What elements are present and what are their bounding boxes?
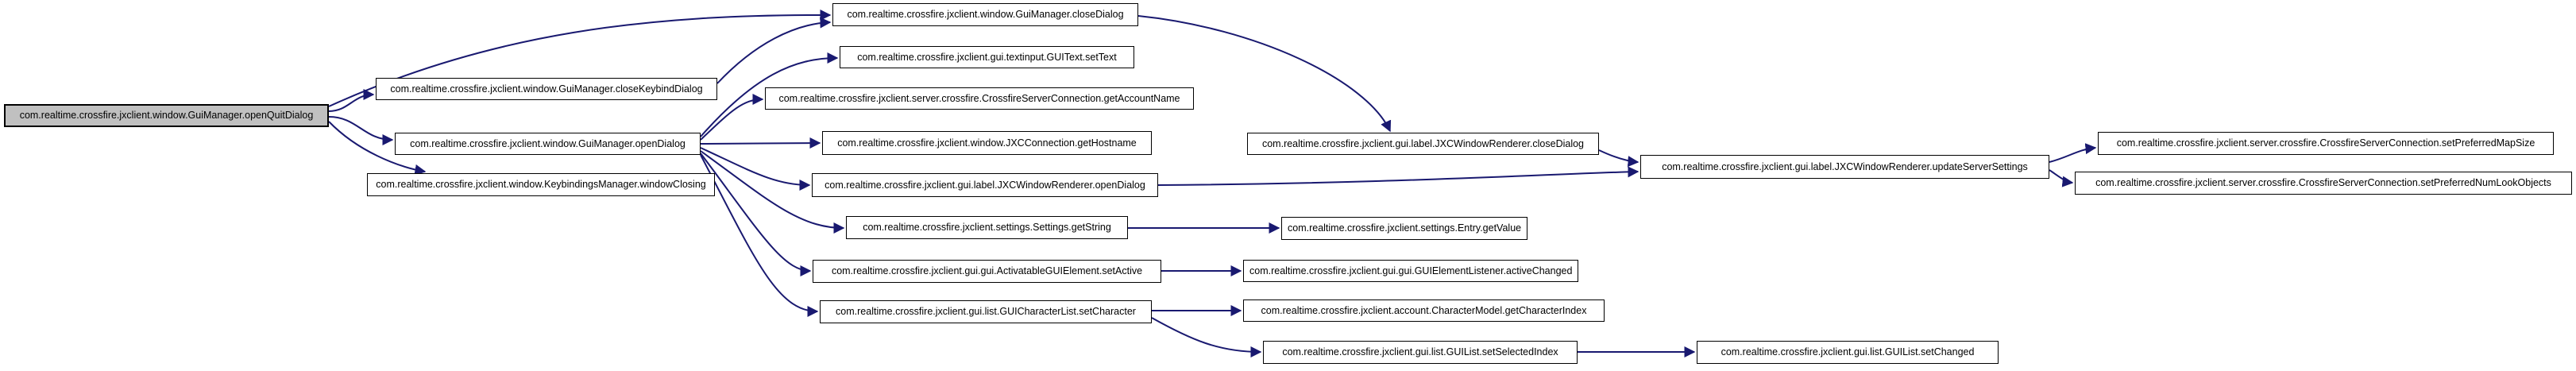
graph-node-label: com.realtime.crossfire.jxclient.gui.list…	[836, 306, 1136, 318]
graph-node-gmOpenDialog[interactable]: com.realtime.crossfire.jxclient.window.G…	[395, 133, 701, 155]
graph-node-label: com.realtime.crossfire.jxclient.window.J…	[837, 137, 1137, 149]
graph-node-setChanged[interactable]: com.realtime.crossfire.jxclient.gui.list…	[1697, 341, 1999, 364]
graph-node-label: com.realtime.crossfire.jxclient.gui.list…	[1721, 346, 1975, 358]
call-edge-gmOpenDialog-to-getString	[700, 150, 845, 234]
graph-node-getValue[interactable]: com.realtime.crossfire.jxclient.settings…	[1281, 217, 1528, 240]
graph-node-updateServerSettings[interactable]: com.realtime.crossfire.jxclient.gui.labe…	[1640, 155, 2049, 179]
graph-node-rendererOpenDialog[interactable]: com.realtime.crossfire.jxclient.gui.labe…	[812, 173, 1158, 197]
graph-node-label: com.realtime.crossfire.jxclient.server.c…	[2095, 177, 2551, 189]
graph-node-gmCloseDialog[interactable]: com.realtime.crossfire.jxclient.window.G…	[832, 3, 1138, 26]
graph-node-windowClosing[interactable]: com.realtime.crossfire.jxclient.window.K…	[367, 173, 715, 196]
call-edge-gmOpenDialog-to-setCharacter	[700, 154, 819, 317]
graph-node-setPreferredMapSize[interactable]: com.realtime.crossfire.jxclient.server.c…	[2098, 132, 2554, 155]
graph-node-setCharacter[interactable]: com.realtime.crossfire.jxclient.gui.list…	[820, 300, 1152, 323]
call-edge-gmOpenDialog-to-setText	[700, 52, 839, 137]
graph-node-getHostname[interactable]: com.realtime.crossfire.jxclient.window.J…	[822, 131, 1152, 155]
graph-node-setText[interactable]: com.realtime.crossfire.jxclient.gui.text…	[840, 46, 1134, 68]
graph-node-label: com.realtime.crossfire.jxclient.gui.labe…	[1662, 160, 2028, 172]
graph-node-label: com.realtime.crossfire.jxclient.settings…	[1288, 222, 1522, 234]
graph-node-label: com.realtime.crossfire.jxclient.window.G…	[410, 137, 686, 149]
call-edge-updateServerSettings-to-setPreferredMapSize	[2049, 143, 2097, 163]
call-edge-setCharacter-to-setSelectedIndex	[1151, 317, 1262, 357]
graph-node-label: com.realtime.crossfire.jxclient.server.c…	[778, 92, 1180, 104]
graph-node-rendererCloseDialog[interactable]: com.realtime.crossfire.jxclient.gui.labe…	[1247, 133, 1599, 155]
call-edge-openQuitDialog-to-windowClosing	[328, 121, 427, 176]
graph-node-setPreferredNumLookObjects[interactable]: com.realtime.crossfire.jxclient.server.c…	[2075, 172, 2572, 195]
call-edge-gmOpenDialog-to-rendererOpenDialog	[700, 147, 811, 191]
call-edge-openQuitDialog-to-closeKeybindDialog	[328, 89, 375, 112]
graph-node-label: com.realtime.crossfire.jxclient.gui.gui.…	[831, 265, 1143, 277]
call-edge-gmOpenDialog-to-getAccountName	[700, 94, 764, 141]
graph-node-setSelectedIndex[interactable]: com.realtime.crossfire.jxclient.gui.list…	[1263, 341, 1578, 364]
graph-node-label: com.realtime.crossfire.jxclient.window.K…	[376, 179, 706, 191]
graph-node-label: com.realtime.crossfire.jxclient.gui.list…	[1282, 346, 1558, 358]
call-edge-closeKeybindDialog-to-gmCloseDialog	[716, 17, 832, 84]
call-edge-gmCloseDialog-to-rendererCloseDialog	[1137, 15, 1392, 133]
graph-node-openQuitDialog[interactable]: com.realtime.crossfire.jxclient.window.G…	[4, 104, 329, 127]
call-edge-rendererOpenDialog-to-updateServerSettings	[1157, 166, 1639, 186]
graph-node-closeKeybindDialog[interactable]: com.realtime.crossfire.jxclient.window.G…	[376, 78, 717, 100]
call-edge-openQuitDialog-to-gmOpenDialog	[328, 116, 394, 145]
graph-node-label: com.realtime.crossfire.jxclient.window.G…	[390, 83, 703, 95]
graph-node-label: com.realtime.crossfire.jxclient.account.…	[1261, 304, 1587, 316]
graph-node-setActive[interactable]: com.realtime.crossfire.jxclient.gui.gui.…	[813, 260, 1161, 283]
graph-node-label: com.realtime.crossfire.jxclient.window.G…	[847, 9, 1124, 21]
call-edge-rendererCloseDialog-to-updateServerSettings	[1598, 149, 1639, 168]
graph-node-label: com.realtime.crossfire.jxclient.gui.text…	[857, 51, 1117, 63]
graph-node-label: com.realtime.crossfire.jxclient.server.c…	[2116, 137, 2535, 149]
call-edge-gmOpenDialog-to-setActive	[700, 153, 812, 276]
graph-node-label: com.realtime.crossfire.jxclient.gui.gui.…	[1249, 265, 1573, 276]
graph-node-label: com.realtime.crossfire.jxclient.window.G…	[19, 110, 314, 122]
graph-node-label: com.realtime.crossfire.jxclient.gui.labe…	[825, 179, 1145, 191]
call-edge-gmOpenDialog-to-getHostname	[700, 137, 821, 149]
graph-node-label: com.realtime.crossfire.jxclient.gui.labe…	[1261, 137, 1585, 149]
call-edge-updateServerSettings-to-setPreferredNumLookObjects	[2049, 169, 2074, 187]
graph-node-label: com.realtime.crossfire.jxclient.settings…	[863, 222, 1111, 234]
graph-node-getString[interactable]: com.realtime.crossfire.jxclient.settings…	[846, 216, 1128, 239]
graph-node-getAccountName[interactable]: com.realtime.crossfire.jxclient.server.c…	[765, 87, 1194, 110]
graph-node-activeChanged[interactable]: com.realtime.crossfire.jxclient.gui.gui.…	[1243, 260, 1579, 282]
graph-node-getCharacterIndex[interactable]: com.realtime.crossfire.jxclient.account.…	[1243, 300, 1605, 322]
